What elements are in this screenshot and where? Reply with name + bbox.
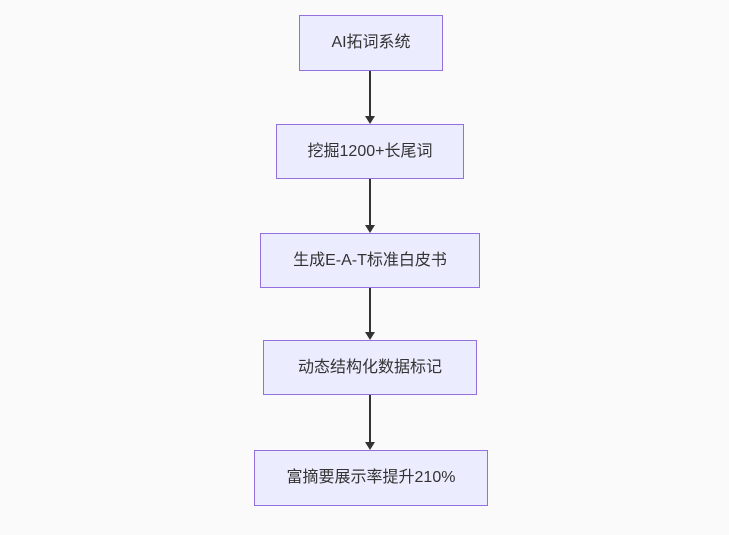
flow-node-ai-word-system: AI拓词系统 (299, 15, 443, 71)
flow-edge-3 (364, 288, 376, 340)
arrowhead-down-icon (365, 442, 375, 450)
arrowhead-down-icon (365, 332, 375, 340)
flow-node-rich-snippet-rate: 富摘要展示率提升210% (254, 450, 488, 506)
arrow-line (369, 71, 371, 116)
arrowhead-down-icon (365, 116, 375, 124)
flow-edge-4 (364, 395, 376, 450)
arrowhead-down-icon (365, 225, 375, 233)
flow-node-longtail-keywords: 挖掘1200+长尾词 (276, 124, 464, 179)
flow-node-label: 富摘要展示率提升210% (286, 469, 456, 487)
flow-node-eat-whitepaper: 生成E-A-T标准白皮书 (260, 233, 480, 288)
flow-node-label: 挖掘1200+长尾词 (307, 142, 433, 160)
flow-edge-2 (364, 179, 376, 233)
flow-node-label: 动态结构化数据标记 (297, 358, 442, 376)
arrow-line (369, 288, 371, 332)
flow-node-label: 生成E-A-T标准白皮书 (293, 251, 447, 269)
arrow-line (369, 395, 371, 442)
flow-node-structured-data-markup: 动态结构化数据标记 (263, 340, 477, 395)
flow-edge-1 (364, 71, 376, 124)
flow-node-label: AI拓词系统 (331, 34, 411, 52)
arrow-line (369, 179, 371, 225)
